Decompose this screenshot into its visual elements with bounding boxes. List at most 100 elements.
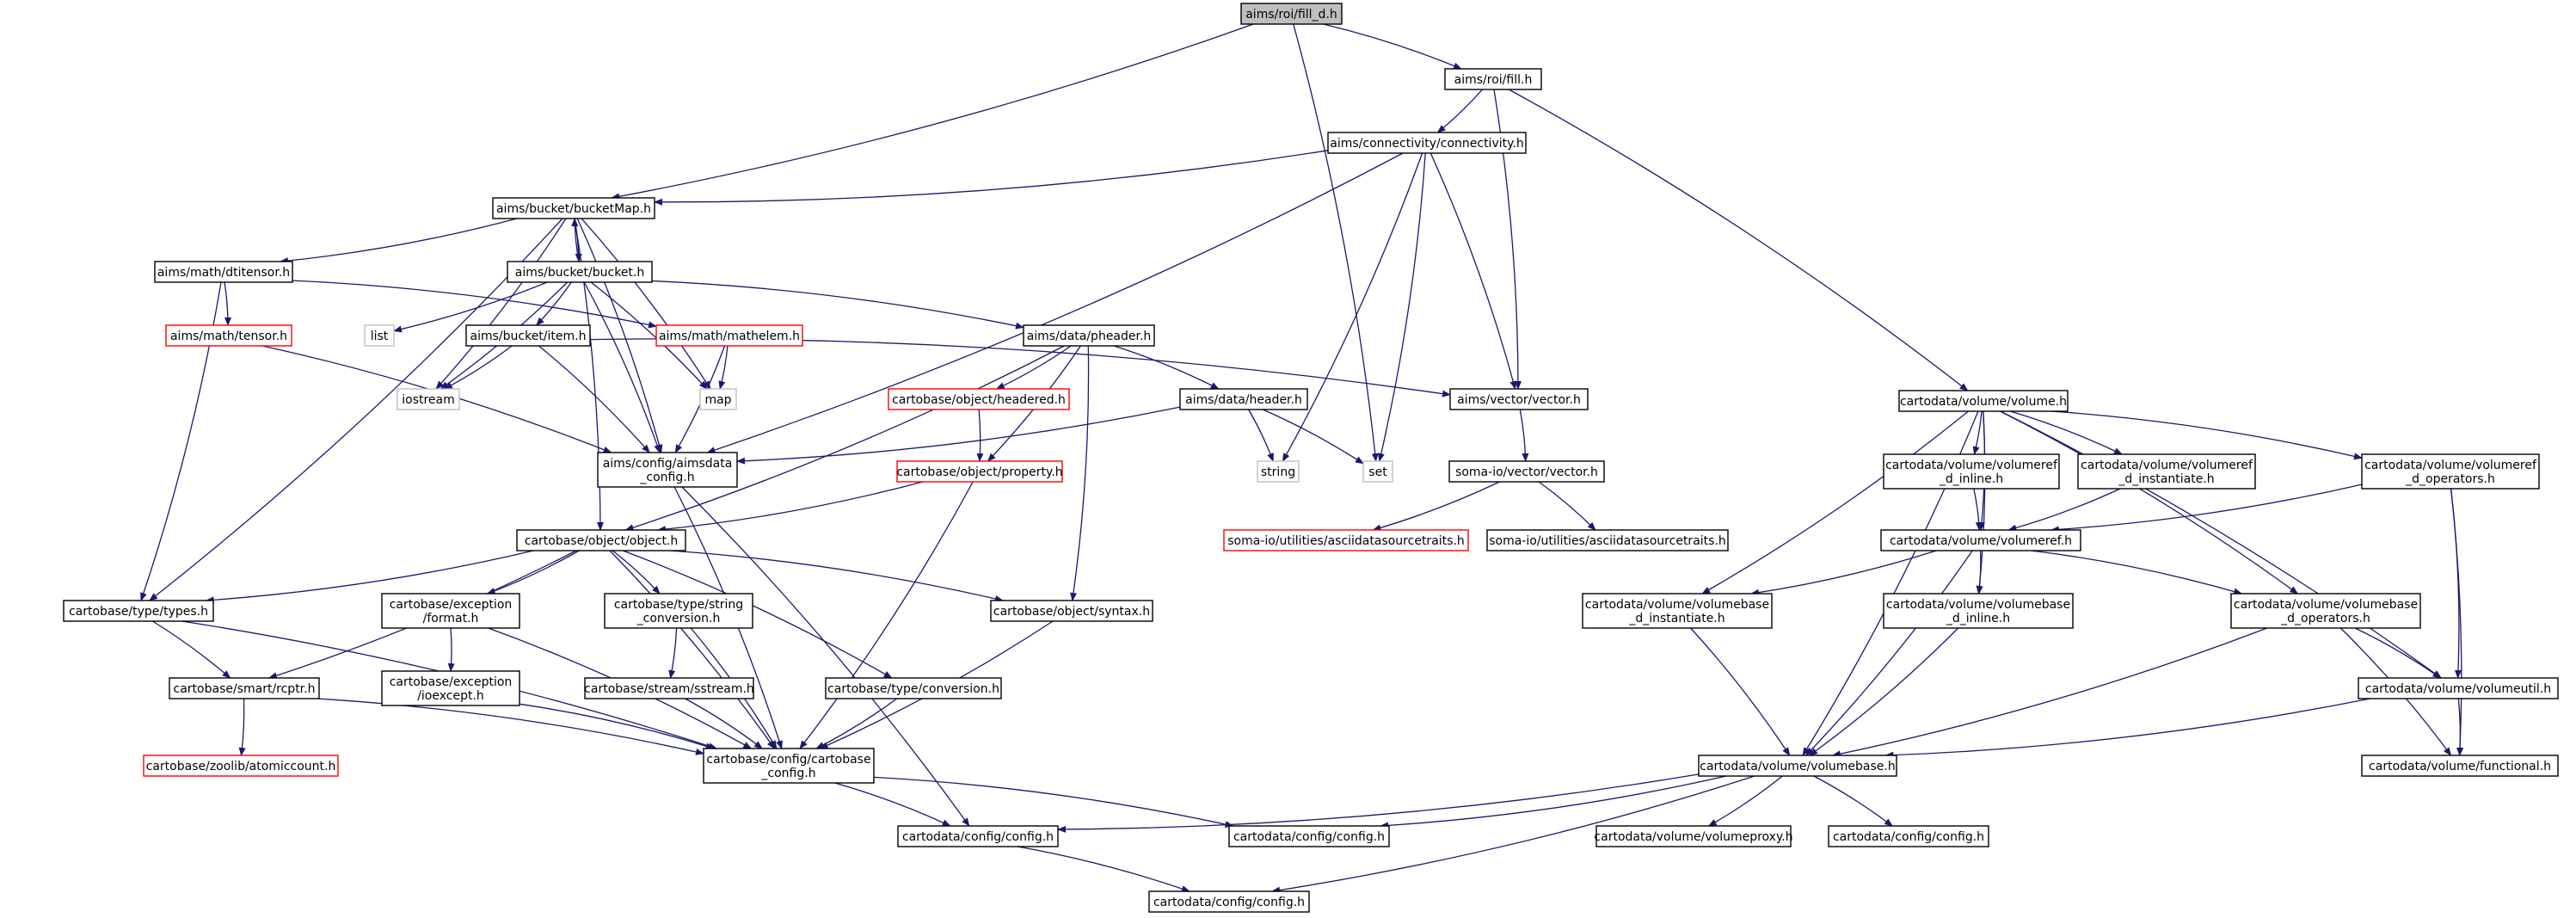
node-box (516, 529, 686, 551)
node-vrinline[interactable]: cartodata/volume/volumeref_d_inline.h (1883, 453, 2060, 490)
edge-conversion-to-cbconfig (815, 698, 898, 749)
edge-somavector-to-asciired (1372, 481, 1500, 532)
edge-conn-to-set (1377, 152, 1426, 462)
node-object[interactable]: cartobase/object/object.h (516, 529, 686, 551)
node-syntax[interactable]: cartobase/object/syntax.h (990, 600, 1153, 622)
edge-object-to-syntax (669, 550, 1004, 602)
node-label: cartobase/object/object.h (525, 534, 679, 548)
node-bucketMap[interactable]: aims/bucket/bucketMap.h (492, 197, 655, 219)
edge-fillh-to-conn (1436, 89, 1483, 133)
edge-object-to-stringconv (612, 550, 661, 595)
node-volumeproxy[interactable]: cartodata/volume/volumeproxy.h (1594, 825, 1793, 847)
node-box (1883, 593, 2074, 629)
edge-vrinline-to-volumeref (1973, 488, 1983, 531)
node-cdconfig4[interactable]: cartodata/config/config.h (1148, 890, 1310, 913)
node-stringconv[interactable]: cartobase/type/string_conversion.h (604, 593, 753, 629)
node-label: cartodata/volume/functional.h (2369, 760, 2551, 773)
edge-bucket-to-aimsconfig (583, 281, 661, 453)
node-atomic[interactable]: cartobase/zoolib/atomiccount.h (143, 755, 339, 777)
node-label: aims/vector/vector.h (1457, 393, 1581, 407)
node-box (655, 324, 803, 347)
node-box (169, 677, 320, 699)
node-box (2361, 755, 2559, 777)
node-vrops[interactable]: cartodata/volume/volumeref_d_operators.h (2361, 453, 2540, 490)
node-volumeref[interactable]: cartodata/volume/volumeref.h (1880, 529, 2081, 551)
node-label: _d_instantiate.h (1628, 612, 1725, 625)
node-vector[interactable]: aims/vector/vector.h (1449, 388, 1589, 410)
node-mathelem[interactable]: aims/math/mathelem.h (655, 324, 803, 347)
node-ascii[interactable]: soma-io/utilities/asciidatasourcetraits.… (1486, 529, 1729, 551)
edge-property-to-object (657, 481, 924, 533)
edge-volumeref-to-vbinline (1976, 550, 1983, 595)
edge-pheader-to-header (1114, 345, 1220, 390)
node-format[interactable]: cartobase/exception/format.h (381, 593, 520, 629)
node-functional[interactable]: cartodata/volume/functional.h (2361, 755, 2559, 777)
node-conn[interactable]: aims/connectivity/connectivity.h (1327, 132, 1527, 154)
node-box (1257, 460, 1300, 483)
edges-layer (140, 23, 2464, 894)
node-box (381, 670, 520, 706)
node-aimsconfig[interactable]: aims/config/aimsdata_config.h (597, 452, 738, 488)
edge-root-to-set (1293, 23, 1379, 462)
edge-bucketMap-to-map (581, 218, 711, 390)
node-pheader[interactable]: aims/data/pheader.h (1023, 324, 1155, 347)
node-box (888, 388, 1070, 410)
edge-volume-to-vbinline (1976, 410, 1986, 595)
node-label: _d_instantiate.h (2118, 472, 2214, 486)
node-vbinline[interactable]: cartodata/volume/volumebase_d_inline.h (1883, 593, 2074, 629)
edge-format-to-ioexcept (447, 627, 455, 672)
node-box (397, 388, 460, 410)
edge-sstream-to-cbconfig (685, 698, 763, 749)
node-conversion[interactable]: cartobase/type/conversion.h (825, 677, 1002, 699)
node-ioexcept[interactable]: cartobase/exception/ioexcept.h (381, 670, 520, 706)
node-fillh[interactable]: aims/roi/fill.h (1444, 68, 1542, 90)
node-box (492, 197, 655, 219)
edge-vrinst-to-volumeref (2007, 488, 2121, 532)
edge-vector-to-somavector (1519, 409, 1529, 462)
node-box (1240, 3, 1343, 25)
node-vrinst[interactable]: cartodata/volume/volumeref_d_instantiate… (2077, 453, 2256, 490)
node-label: soma-io/utilities/asciidatasourcetraits.… (1227, 534, 1465, 548)
node-label: cartobase/config/cartobase (706, 753, 870, 767)
node-volumebase[interactable]: cartodata/volume/volumebase.h (1698, 755, 1897, 777)
node-vbinst[interactable]: cartodata/volume/volumebase_d_instantiat… (1582, 593, 1773, 629)
edge-root-to-bucketMap (611, 23, 1254, 200)
node-rcptr[interactable]: cartobase/smart/rcptr.h (169, 677, 320, 699)
node-sstream[interactable]: cartobase/stream/sstream.h (584, 677, 754, 699)
nodes-layer: aims/roi/fill_d.h aims/roi/fill.h aims/con… (63, 3, 2559, 913)
node-box (825, 677, 1002, 699)
node-header[interactable]: aims/data/header.h (1179, 388, 1308, 410)
node-item[interactable]: aims/bucket/item.h (465, 324, 591, 347)
node-bucket[interactable]: aims/bucket/bucket.h (507, 261, 653, 283)
edge-headered-to-property (976, 409, 984, 462)
edge-cbconfig-to-cdconfig2 (873, 776, 1234, 828)
node-volumeutil[interactable]: cartodata/volume/volumeutil.h (2358, 677, 2559, 699)
node-property[interactable]: cartobase/object/property.h (896, 460, 1063, 483)
edge-property-to-cbconfig (799, 481, 974, 749)
node-box (63, 600, 214, 622)
node-label: /format.h (423, 612, 479, 625)
node-dtitensor[interactable]: aims/math/dtitensor.h (154, 261, 293, 283)
node-cbconfig[interactable]: cartobase/config/cartobase_config.h (703, 748, 875, 784)
node-types[interactable]: cartobase/type/types.h (63, 600, 214, 622)
node-tensor[interactable]: aims/math/tensor.h (165, 324, 292, 347)
node-root[interactable]: aims/roi/fill_d.h (1240, 3, 1343, 25)
node-cdconfig1[interactable]: cartodata/config/config.h (897, 825, 1059, 847)
node-label: aims/roi/fill.h (1454, 73, 1533, 87)
node-volume[interactable]: cartodata/volume/volume.h (1898, 390, 2069, 412)
node-asciired[interactable]: soma-io/utilities/asciidatasourcetraits.… (1223, 529, 1469, 551)
node-box (1448, 460, 1605, 483)
node-vbops[interactable]: cartodata/volume/volumebase_d_operators.… (2230, 593, 2421, 629)
node-label: aims/math/mathelem.h (659, 330, 800, 343)
node-box (465, 324, 591, 347)
node-label: cartobase/object/syntax.h (993, 605, 1150, 619)
node-headered[interactable]: cartobase/object/headered.h (888, 388, 1070, 410)
node-cdconfig3[interactable]: cartodata/config/config.h (1828, 825, 1989, 847)
node-label: cartobase/smart/rcptr.h (174, 682, 316, 696)
node-cdconfig2[interactable]: cartodata/config/config.h (1228, 825, 1390, 847)
node-somavector[interactable]: soma-io/vector/vector.h (1448, 460, 1605, 483)
edge-item-to-aimsconfig (538, 345, 650, 453)
node-label: soma-io/utilities/asciidatasourcetraits.… (1489, 534, 1726, 548)
node-box (1582, 593, 1773, 629)
